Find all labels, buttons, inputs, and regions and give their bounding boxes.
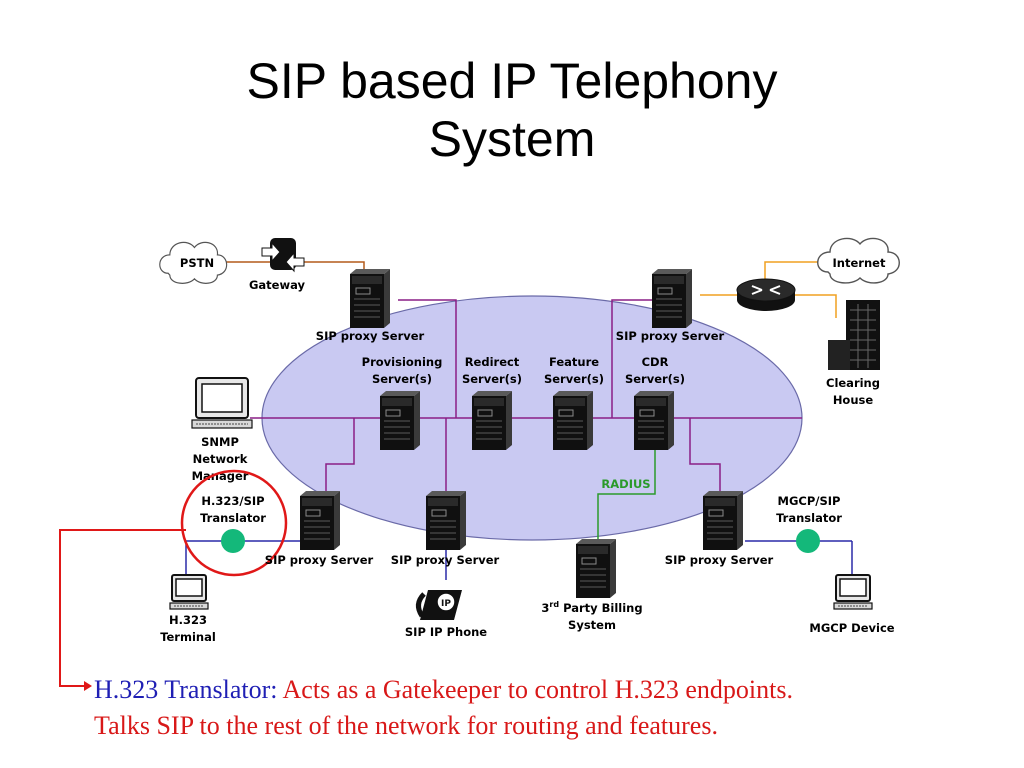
- billing-label-2: System: [568, 618, 616, 632]
- sip-proxy-bottom-1-label: SIP proxy Server: [265, 553, 374, 567]
- provisioning-label-2: Server(s): [372, 372, 432, 386]
- h323-terminal-icon: [169, 574, 209, 610]
- translator-highlight-circle: [180, 469, 288, 577]
- redirect-label-1: Redirect: [465, 355, 520, 369]
- feature-label-1: Feature: [549, 355, 599, 369]
- mgcp-translator-node: [796, 529, 820, 553]
- radius-link: [597, 448, 656, 540]
- snmp-label-2: Network: [193, 452, 248, 466]
- pstn-label: PSTN: [180, 256, 214, 270]
- clearing-house-label-1: Clearing: [826, 376, 880, 390]
- radius-label: RADIUS: [601, 477, 650, 491]
- pstn-cloud: PSTN: [159, 241, 228, 284]
- h323-terminal-label-2: Terminal: [160, 630, 216, 644]
- mgcp-device-label: MGCP Device: [809, 621, 894, 635]
- title-line-2: System: [428, 111, 596, 167]
- gateway-icon: [261, 238, 305, 273]
- internet-label: Internet: [833, 256, 886, 270]
- caption-term: H.323 Translator:: [94, 675, 278, 704]
- page-title: SIP based IP Telephony System: [0, 52, 1024, 168]
- h323-translator-node: [221, 529, 245, 553]
- sip-proxy-server-top-left-icon: [349, 268, 391, 329]
- cdr-server-icon: [633, 390, 675, 451]
- sip-proxy-server-top-right-icon: [651, 268, 693, 329]
- router-icon: [736, 278, 796, 311]
- mgcp-sip-translator-label-1: MGCP/SIP: [778, 494, 841, 508]
- feature-server-icon: [552, 390, 594, 451]
- sip-proxy-top-left-label: SIP proxy Server: [316, 329, 425, 343]
- provisioning-label-1: Provisioning: [362, 355, 443, 369]
- callout-arrow: [59, 529, 186, 687]
- caption-line-1: H.323 Translator: Acts as a Gatekeeper t…: [94, 672, 1014, 708]
- cdr-label-1: CDR: [642, 355, 669, 369]
- gateway-label: Gateway: [249, 278, 306, 292]
- mgcp-device-icon: [833, 574, 873, 610]
- feature-label-2: Server(s): [544, 372, 604, 386]
- ip-badge-label: IP: [441, 599, 451, 609]
- building-icon: [828, 300, 880, 370]
- title-line-1: SIP based IP Telephony: [246, 53, 778, 109]
- sip-proxy-server-bottom-2-icon: [425, 490, 467, 551]
- sip-proxy-server-bottom-1-icon: [299, 490, 341, 551]
- caption-line-2: Talks SIP to the rest of the network for…: [94, 711, 718, 740]
- billing-label-1: 3rd Party Billing: [541, 600, 642, 615]
- caption: H.323 Translator: Acts as a Gatekeeper t…: [94, 672, 1014, 744]
- clearing-house-label-2: House: [833, 393, 874, 407]
- h323-sip-translator-label-1: H.323/SIP: [201, 494, 264, 508]
- h323-sip-translator-label-2: Translator: [200, 511, 266, 525]
- internet-cloud: Internet: [817, 237, 900, 284]
- mgcp-sip-translator-label-2: Translator: [776, 511, 842, 525]
- sip-proxy-bottom-2-label: SIP proxy Server: [391, 553, 500, 567]
- router-clearing-link: [795, 294, 837, 318]
- billing-server-icon: [575, 538, 617, 599]
- provisioning-server-icon: [379, 390, 421, 451]
- ip-phone-icon: IP: [416, 590, 462, 620]
- h323-terminal-label-1: H.323: [169, 613, 207, 627]
- snmp-terminal-icon: [191, 377, 253, 429]
- redirect-server-icon: [471, 390, 513, 451]
- sip-ip-phone-label: SIP IP Phone: [405, 625, 487, 639]
- sip-proxy-server-bottom-3-icon: [702, 490, 744, 551]
- redirect-label-2: Server(s): [462, 372, 522, 386]
- sip-proxy-top-right-label: SIP proxy Server: [616, 329, 725, 343]
- cdr-label-2: Server(s): [625, 372, 685, 386]
- caption-line1-rest: Acts as a Gatekeeper to control H.323 en…: [277, 675, 793, 704]
- sip-proxy-bottom-3-label: SIP proxy Server: [665, 553, 774, 567]
- snmp-label-1: SNMP: [201, 435, 239, 449]
